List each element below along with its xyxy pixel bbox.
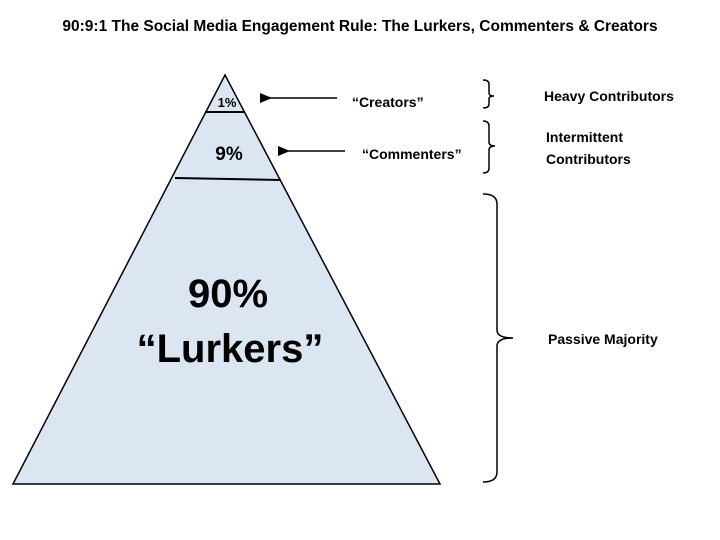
intermittent-contributors-brace (482, 120, 496, 174)
intermittent-contributors-label-line1: Intermittent (546, 129, 623, 145)
commenters-label: “Commenters” (362, 146, 462, 162)
heavy-contributors-brace (482, 79, 495, 109)
bottom-tier-percent: 90% (188, 272, 268, 316)
pyramid-shape (11, 73, 442, 485)
creators-label: “Creators” (352, 94, 424, 110)
heavy-contributors-label: Heavy Contributors (544, 88, 674, 104)
bottom-tier-name: “Lurkers” (137, 327, 324, 371)
tier-divider-middle (174, 177, 282, 181)
middle-tier-percent: 9% (215, 144, 243, 165)
intermittent-contributors-label-line2: Contributors (546, 151, 631, 167)
passive-majority-label: Passive Majority (548, 331, 658, 347)
diagram-title: 90:9:1 The Social Media Engagement Rule:… (62, 18, 658, 35)
passive-majority-brace (482, 193, 514, 483)
top-tier-percent: 1% (218, 95, 237, 110)
